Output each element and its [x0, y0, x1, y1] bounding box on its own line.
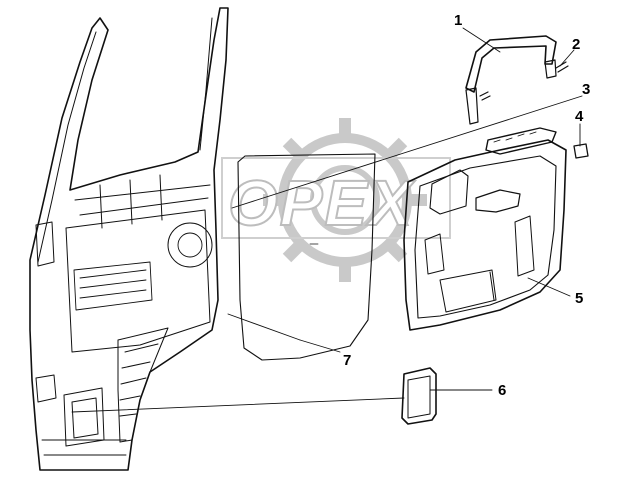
- leader-line-1: [462, 27, 501, 53]
- part-1-grab-handle: [465, 35, 557, 125]
- leader-line-3: [231, 95, 583, 209]
- callout-1: 1: [454, 12, 462, 29]
- callout-4: 4: [575, 108, 584, 125]
- callout-2: 2: [572, 36, 580, 53]
- callouts: 1 2 3 4 5 6 7: [343, 12, 590, 399]
- part-7-insulation-sheet: [237, 153, 376, 361]
- leader-line-6b: [71, 397, 405, 413]
- part-2-screws: [479, 61, 569, 101]
- door-frame: [29, 7, 229, 471]
- callout-5: 5: [575, 290, 583, 307]
- watermark: OPEX: [221, 118, 451, 282]
- leader-line-5: [527, 277, 571, 297]
- callout-3: 3: [582, 81, 590, 98]
- leader-line-7b: [227, 313, 301, 341]
- part-3-switch-panel: [485, 127, 557, 155]
- leader-lines: [71, 27, 583, 413]
- callout-7: 7: [343, 352, 351, 369]
- leader-line-2: [559, 49, 575, 67]
- leader-line-7: [299, 339, 341, 353]
- watermark-band: [221, 157, 451, 239]
- part-4-clip: [573, 143, 589, 159]
- part-5-door-trim-panel: [403, 139, 567, 331]
- callout-6: 6: [498, 382, 506, 399]
- watermark-text: OPEX: [228, 167, 415, 239]
- part-6-cover-plate: [401, 367, 437, 425]
